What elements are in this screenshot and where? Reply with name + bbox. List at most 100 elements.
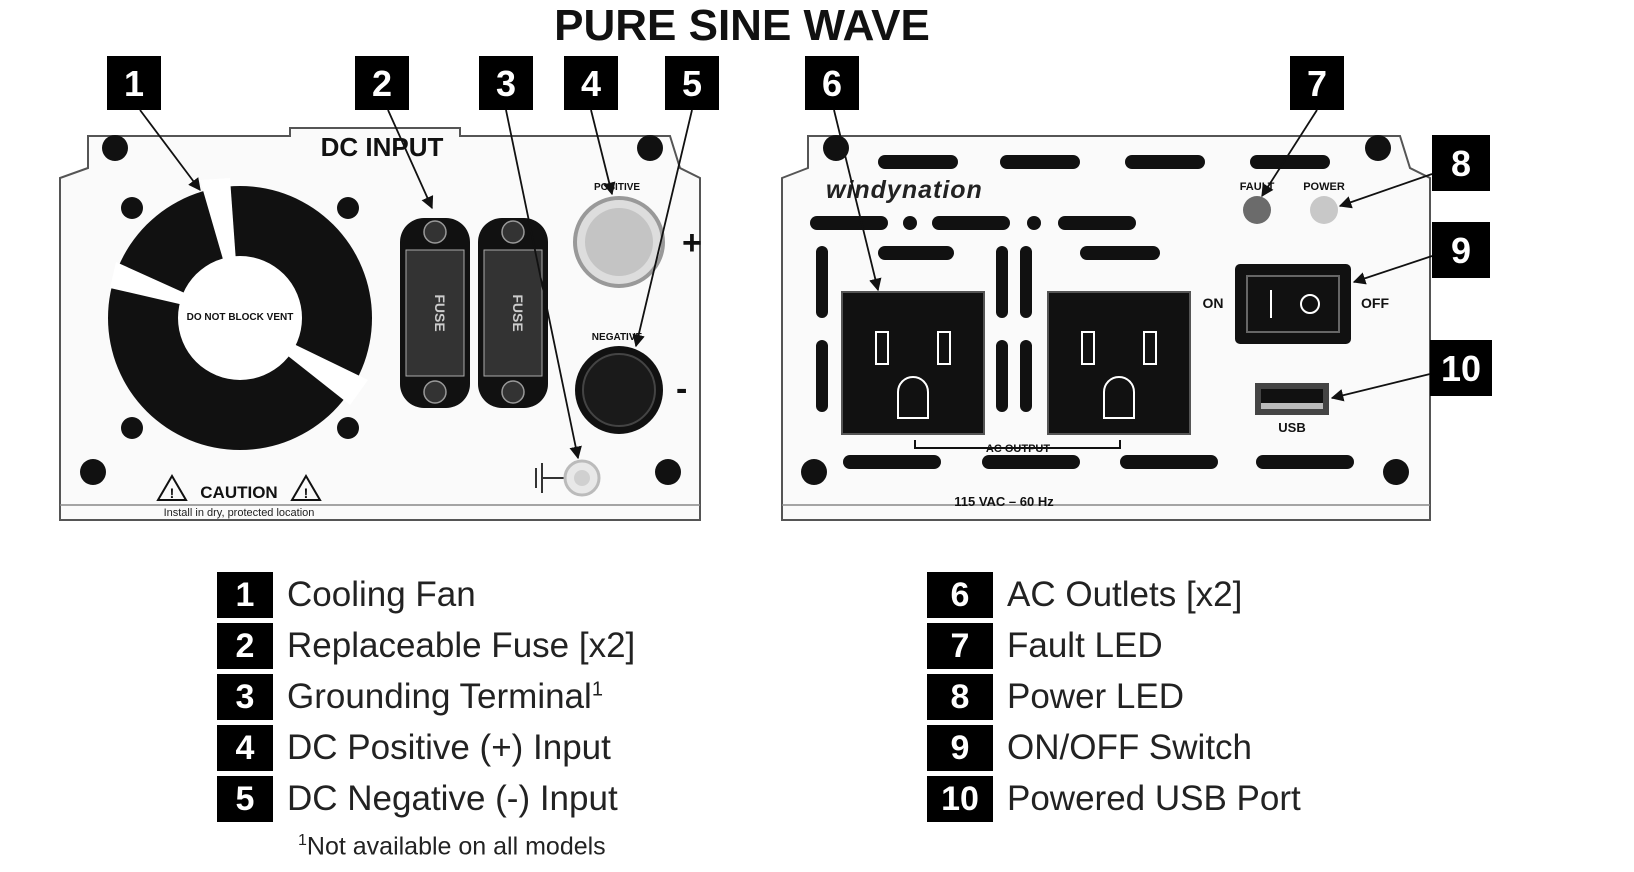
mounting-hole [801, 459, 827, 485]
rating-label: 115 VAC – 60 Hz [954, 494, 1054, 509]
leader-3 [505, 109, 582, 460]
legend-label: DC Negative (-) Input [287, 779, 618, 818]
legend-label: Powered USB Port [1007, 779, 1301, 818]
legend-number: 3 [217, 674, 273, 720]
mounting-hole [80, 459, 106, 485]
svg-text:10: 10 [1441, 348, 1481, 389]
leader-10 [1330, 373, 1431, 402]
callout-9: 9 [1432, 222, 1490, 278]
footnote-text: Not available on all models [306, 832, 606, 861]
dc-positive-terminal: POSITIVE + [573, 182, 702, 288]
mounting-hole [637, 135, 663, 161]
legend-number: 9 [927, 725, 993, 771]
legend-number: 1 [217, 572, 273, 618]
footnote: 1Not available on all models [298, 832, 606, 861]
svg-text:!: ! [304, 485, 309, 501]
grounding-terminal [535, 459, 601, 497]
legend-label: Grounding Terminal1 [287, 677, 603, 716]
vent-slots [810, 155, 1354, 469]
ac-outlet-right [1047, 291, 1191, 435]
power-led: POWER [1303, 181, 1345, 224]
caution-note: Install in dry, protected location [164, 507, 315, 519]
minus-sign: - [676, 370, 687, 408]
callout-1: 1 [107, 56, 161, 110]
callout-10: 10 [1430, 340, 1492, 396]
ac-output-label: AC OUTPUT [986, 443, 1050, 455]
plus-sign: + [682, 224, 702, 262]
legend-label: Power LED [1007, 677, 1185, 716]
footnote-marker: 1 [591, 678, 603, 701]
dc-input-label: DC INPUT [321, 132, 444, 162]
legend-number: 8 [927, 674, 993, 720]
dc-negative-terminal: NEGATIVE - [575, 332, 687, 434]
legend-number: 2 [217, 623, 273, 669]
svg-text:6: 6 [822, 63, 842, 104]
svg-text:8: 8 [1451, 143, 1471, 184]
fan-screw [121, 197, 143, 219]
legend-number: 7 [927, 623, 993, 669]
svg-text:7: 7 [1307, 63, 1327, 104]
cooling-fan: DO NOT BLOCK VENT [108, 178, 372, 450]
mounting-hole [1365, 135, 1391, 161]
callout-5: 5 [665, 56, 719, 110]
leader-1 [139, 109, 201, 192]
svg-text:4: 4 [581, 63, 601, 104]
leader-2 [387, 109, 434, 210]
callout-2: 2 [355, 56, 409, 110]
usb-port: USB [1255, 383, 1329, 435]
legend-label: DC Positive (+) Input [287, 728, 611, 767]
dc-input-panel: DC INPUT DO NOT BLOCK VENT FUSE [59, 127, 702, 521]
legend-number: 4 [217, 725, 273, 771]
leader-4 [590, 109, 616, 196]
legend-item: 5 DC Negative (-) Input [217, 776, 618, 822]
callout-8: 8 [1432, 135, 1490, 191]
legend-number: 5 [217, 776, 273, 822]
leader-8 [1338, 173, 1433, 209]
footnote-number: 1 [298, 832, 307, 849]
ac-outlet-left [841, 291, 985, 435]
fan-warning-text: DO NOT BLOCK VENT [187, 312, 294, 323]
mounting-hole [655, 459, 681, 485]
power-label: POWER [1303, 181, 1345, 193]
leader-lines [139, 109, 1433, 460]
legend-item: 3 Grounding Terminal1 [217, 674, 603, 720]
callout-3: 3 [479, 56, 533, 110]
svg-text:9: 9 [1451, 230, 1471, 271]
fan-screw [337, 417, 359, 439]
legend-item: 6 AC Outlets [x2] [927, 572, 1242, 618]
legend-item: 4 DC Positive (+) Input [217, 725, 611, 771]
mounting-hole [1383, 459, 1409, 485]
callout-4: 4 [564, 56, 618, 110]
callout-7: 7 [1290, 56, 1344, 110]
on-label: ON [1203, 295, 1224, 311]
caution-warning: ! ! CAUTION Install in dry, protected lo… [156, 474, 322, 519]
leader-5 [632, 109, 693, 348]
legend-item: 2 Replaceable Fuse [x2] [217, 623, 635, 669]
ac-output-panel: windynation AC OUTPUT 115 VAC – 60 Hz FA… [781, 135, 1431, 521]
leader-6 [833, 109, 882, 292]
legend-item: 10 Powered USB Port [927, 776, 1301, 822]
fuse-right: FUSE [478, 218, 548, 408]
fault-label: FAULT [1240, 181, 1275, 193]
diagram-title: PURE SINE WAVE [554, 1, 930, 50]
svg-text:1: 1 [124, 63, 144, 104]
fuse-text: FUSE [432, 294, 448, 331]
negative-label: NEGATIVE [592, 332, 643, 343]
svg-text:3: 3 [496, 63, 516, 104]
svg-text:2: 2 [372, 63, 392, 104]
positive-label: POSITIVE [594, 182, 640, 193]
legend-number: 6 [927, 572, 993, 618]
brand-logo: windynation [826, 176, 983, 204]
legend-number: 10 [927, 776, 993, 822]
legend-item: 9 ON/OFF Switch [927, 725, 1252, 771]
on-off-switch: ON OFF [1203, 264, 1389, 344]
fuse-left: FUSE [400, 218, 470, 408]
legend-label: AC Outlets [x2] [1007, 575, 1243, 614]
legend-item: 1 Cooling Fan [217, 572, 476, 618]
mounting-hole [102, 135, 128, 161]
callout-6: 6 [805, 56, 859, 110]
legend-label: Fault LED [1007, 626, 1163, 665]
leader-7 [1261, 109, 1318, 198]
legend-item: 8 Power LED [927, 674, 1184, 720]
legend-label: Cooling Fan [287, 575, 476, 614]
